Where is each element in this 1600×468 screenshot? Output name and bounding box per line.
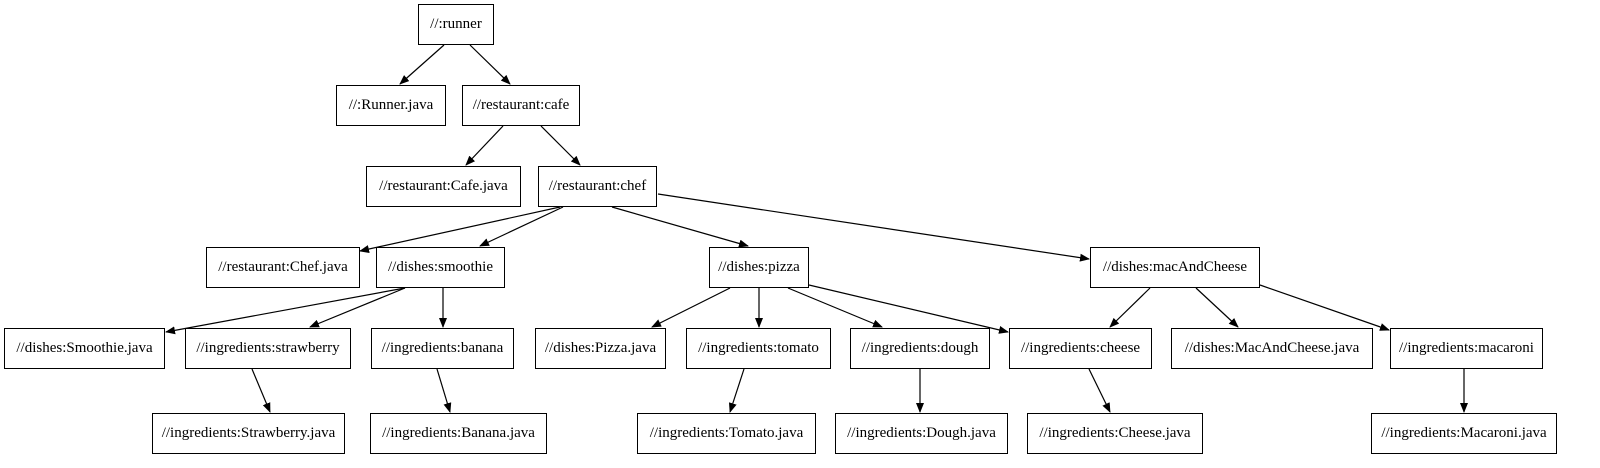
graph-node-label: //:runner (430, 16, 482, 32)
graph-node-label: //restaurant:chef (548, 178, 647, 194)
graph-node-label: //ingredients:tomato (698, 340, 819, 356)
graph-node-label: //ingredients:Tomato.java (649, 425, 804, 441)
graph-node-runner-java[interactable]: //:Runner.java (336, 85, 446, 126)
graph-node-dishes-mac-java[interactable]: //dishes:MacAndCheese.java (1171, 328, 1373, 369)
graph-node-label: //ingredients:Dough.java (847, 425, 996, 441)
graph-node-runner[interactable]: //:runner (418, 4, 494, 45)
graph-node-ing-macaroni[interactable]: //ingredients:macaroni (1390, 328, 1543, 369)
graph-node-dishes-smoothie-java[interactable]: //dishes:Smoothie.java (4, 328, 165, 369)
graph-node-restaurant-chef[interactable]: //restaurant:chef (538, 166, 657, 207)
graph-node-label: //dishes:MacAndCheese.java (1184, 340, 1360, 356)
graph-node-dishes-macandcheese[interactable]: //dishes:macAndCheese (1090, 247, 1260, 288)
graph-node-label: //:Runner.java (348, 97, 434, 113)
graph-node-ing-dough-java[interactable]: //ingredients:Dough.java (835, 413, 1008, 454)
graph-node-label: //dishes:Pizza.java (544, 340, 657, 356)
graph-node-restaurant-cafe-java[interactable]: //restaurant:Cafe.java (366, 166, 521, 207)
graph-node-ing-strawberry-java[interactable]: //ingredients:Strawberry.java (152, 413, 345, 454)
graph-node-label: //ingredients:Banana.java (382, 425, 535, 441)
graph-node-label: //dishes:macAndCheese (1102, 259, 1248, 275)
graph-node-label: //restaurant:Chef.java (218, 259, 348, 275)
graph-node-dishes-smoothie[interactable]: //dishes:smoothie (376, 247, 505, 288)
graph-node-label: //dishes:smoothie (388, 259, 493, 275)
graph-node-ing-dough[interactable]: //ingredients:dough (850, 328, 990, 369)
graph-node-ing-tomato[interactable]: //ingredients:tomato (686, 328, 831, 369)
graph-node-label: //ingredients:banana (381, 340, 504, 356)
graph-node-ing-cheese[interactable]: //ingredients:cheese (1009, 328, 1152, 369)
graph-node-restaurant-chef-java[interactable]: //restaurant:Chef.java (206, 247, 360, 288)
graph-node-ing-banana-java[interactable]: //ingredients:Banana.java (370, 413, 547, 454)
graph-node-label: //restaurant:cafe (472, 97, 570, 113)
graph-node-ing-cheese-java[interactable]: //ingredients:Cheese.java (1027, 413, 1203, 454)
graph-node-ing-tomato-java[interactable]: //ingredients:Tomato.java (637, 413, 816, 454)
graph-node-restaurant-cafe[interactable]: //restaurant:cafe (462, 85, 580, 126)
graph-node-label: //dishes:pizza (718, 259, 800, 275)
graph-node-label: //ingredients:dough (861, 340, 979, 356)
graph-node-label: //ingredients:strawberry (196, 340, 340, 356)
graph-node-label: //restaurant:Cafe.java (379, 178, 508, 194)
graph-node-ing-macaroni-java[interactable]: //ingredients:Macaroni.java (1371, 413, 1557, 454)
graph-node-dishes-pizza-java[interactable]: //dishes:Pizza.java (535, 328, 666, 369)
graph-node-label: //ingredients:Macaroni.java (1381, 425, 1547, 441)
graph-node-label: //ingredients:macaroni (1399, 340, 1534, 356)
graph-node-label: //ingredients:cheese (1020, 340, 1141, 356)
graph-node-dishes-pizza[interactable]: //dishes:pizza (709, 247, 809, 288)
graph-node-label: //ingredients:Strawberry.java (161, 425, 336, 441)
graph-node-ing-banana[interactable]: //ingredients:banana (371, 328, 514, 369)
graph-node-label: //ingredients:Cheese.java (1039, 425, 1191, 441)
graph-node-label: //dishes:Smoothie.java (16, 340, 153, 356)
graph-node-ing-strawberry[interactable]: //ingredients:strawberry (185, 328, 351, 369)
